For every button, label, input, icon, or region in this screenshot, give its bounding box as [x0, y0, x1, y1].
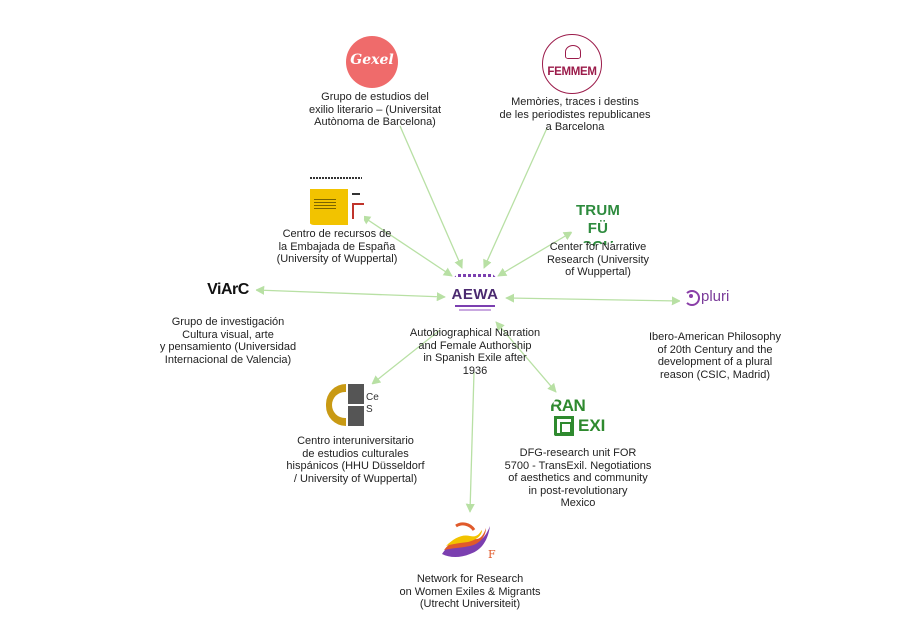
hhu-caption: Centro interuniversitario de estudios cu… — [286, 435, 425, 485]
embajada-logo[interactable] — [308, 175, 364, 225]
pluri-caption: Ibero-American Philosophy of 20th Centur… — [648, 331, 782, 381]
femmem-caption: Memòries, traces i destins de les period… — [499, 96, 651, 133]
embajada-caption: Centro de recursos de la Embajada de Esp… — [276, 228, 398, 265]
viarc-caption: Grupo de investigación Cultura visual, a… — [159, 316, 297, 366]
gexel-logo[interactable]: Gexel — [346, 36, 398, 88]
utrecht-caption: Network for Research on Women Exiles & M… — [399, 573, 541, 610]
narrative-caption: Center for Narrative Research (Universit… — [546, 241, 650, 278]
narrative-logo-text: TRUM FÜRSCHU — [571, 202, 625, 246]
arrow-utrecht — [465, 371, 475, 513]
pluri-logo-text: pluri — [701, 288, 730, 305]
femmem-logo[interactable]: FEMMEM — [542, 34, 602, 94]
arrow-femmem — [483, 127, 548, 269]
gexel-caption: Grupo de estudios del exilio literario –… — [308, 91, 442, 128]
utrecht-logo-text: F — [488, 548, 496, 561]
gexel-logo-text: Gexel — [350, 52, 394, 68]
arrow-viarc — [255, 285, 446, 302]
viarc-logo-text: ViArC — [207, 281, 249, 298]
transexil-caption: DFG-research unit FOR 5700 - TransExil. … — [504, 447, 652, 509]
viarc-logo[interactable]: ViArC — [200, 264, 256, 320]
utrecht-wave-icon — [442, 522, 490, 557]
transexil-maze-icon — [554, 416, 574, 436]
arrow-pluri — [505, 293, 681, 306]
transexil-logo[interactable]: RAN EXI — [548, 390, 608, 446]
narrative-logo[interactable]: TRUM FÜRSCHU — [566, 182, 630, 246]
pluri-icon — [684, 290, 700, 306]
aewa-logo[interactable]: AEWA — [447, 268, 503, 324]
utrecht-logo[interactable]: F — [436, 514, 498, 570]
arrow-narrative — [497, 231, 573, 277]
aewa-caption: Autobiographical Narration and Female Au… — [409, 327, 541, 377]
pluri-logo[interactable]: pluri — [680, 272, 740, 328]
arrow-transexil — [495, 321, 557, 393]
arrow-hhu — [371, 329, 441, 385]
arrow-embajada — [361, 215, 453, 277]
femmem-logo-text: FEMMEM — [547, 66, 597, 78]
femmem-emblem-icon — [565, 45, 581, 59]
aewa-logo-text: AEWA — [451, 286, 499, 303]
